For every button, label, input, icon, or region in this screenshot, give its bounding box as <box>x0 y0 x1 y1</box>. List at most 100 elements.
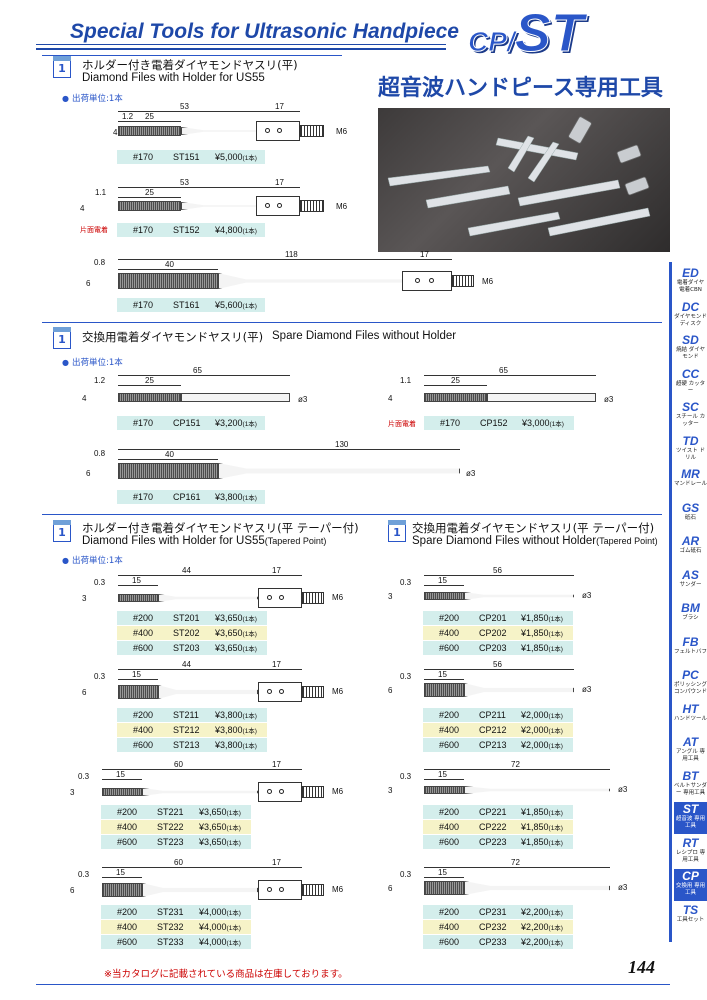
sidebar-item-code: SC <box>682 400 699 414</box>
model-code: ST221 <box>157 807 184 817</box>
sidebar-item-label: マンドレール <box>674 481 707 487</box>
grit-code: #200 <box>439 613 460 623</box>
grit-area <box>102 883 142 897</box>
grit-code: #170 <box>133 300 154 310</box>
dim-thread: M6 <box>336 202 348 211</box>
holder <box>402 271 452 291</box>
dim-length: 53 <box>180 178 189 187</box>
price-unit: (1本) <box>548 910 563 917</box>
dim-line <box>424 385 487 386</box>
drawing-cp152: 65 1.1 25 4 ø3 <box>386 366 626 416</box>
grit-area <box>424 786 464 794</box>
dim-holder: 17 <box>420 250 429 259</box>
section-title-en: Diamond Files with Holder for US55 <box>82 72 265 84</box>
holder <box>258 880 302 900</box>
dim-grit: 40 <box>165 450 174 459</box>
dim-thickness: 0.3 <box>78 870 90 879</box>
model-code: CP212 <box>479 725 507 735</box>
hole-icon <box>279 689 284 694</box>
dim-length: 60 <box>174 858 183 867</box>
dim-thickness: 1.2 <box>122 112 134 121</box>
one-side-note: 片面電着 <box>80 226 108 234</box>
model-code: CP202 <box>479 628 507 638</box>
dim-grit: 15 <box>132 576 141 585</box>
model-code: CP201 <box>479 613 507 623</box>
dim-line <box>102 867 258 868</box>
dim-line <box>118 669 258 670</box>
grit-area <box>424 881 464 895</box>
thread <box>302 884 324 896</box>
price: ¥4,000 <box>199 907 227 917</box>
dim-width: 6 <box>86 469 91 478</box>
dim-length: 53 <box>180 102 189 111</box>
sidebar-item-label: 超硬 カッター <box>675 380 706 394</box>
sidebar-item-code: FB <box>682 634 699 649</box>
dim-length: 56 <box>493 660 502 669</box>
dim-line <box>118 121 181 122</box>
hole-icon <box>279 789 284 794</box>
shaft <box>142 883 258 897</box>
dim-width: 6 <box>82 688 87 697</box>
price: ¥1,850 <box>521 643 549 653</box>
price: ¥2,000 <box>521 740 549 750</box>
hole-icon <box>279 595 284 600</box>
grit-code: #600 <box>117 837 138 847</box>
holder <box>258 588 302 608</box>
dim-width: 6 <box>86 279 91 288</box>
dim-grit: 15 <box>132 670 141 679</box>
price: ¥1,850 <box>521 807 549 817</box>
price: ¥3,800 <box>215 492 243 502</box>
dim-line <box>258 187 300 188</box>
section-title-en: Diamond Files with Holder for US55(Taper… <box>82 535 326 547</box>
section-title-en-main: Diamond Files with Holder for US55 <box>82 535 265 547</box>
thread <box>300 125 324 137</box>
dim-line <box>118 679 158 680</box>
price-unit: (1本) <box>226 810 241 817</box>
price-unit: (1本) <box>242 743 257 750</box>
section-title-jp: 交換用電着ダイヤモンドヤスリ(平 テーパー付) <box>412 521 655 535</box>
dim-length: 72 <box>511 760 520 769</box>
grit-code: #400 <box>439 725 460 735</box>
dim-grit: 15 <box>438 770 447 779</box>
price-unit: (1本) <box>226 840 241 847</box>
grit-code: #600 <box>439 740 460 750</box>
drawing-cp161: 130 0.8 40 6 ø3 <box>80 440 500 490</box>
price: ¥3,800 <box>215 725 243 735</box>
price-unit: (1本) <box>242 713 257 720</box>
sidebar-item-label: ゴム砥石 <box>679 548 702 554</box>
model-code: CP222 <box>479 822 507 832</box>
shaft <box>218 463 460 479</box>
price-unit: (1本) <box>226 825 241 832</box>
price: ¥4,800 <box>215 225 243 235</box>
category-code-st: ST <box>514 3 584 64</box>
sidebar-item-code: TS <box>682 902 699 917</box>
dim-thickness: 0.8 <box>94 258 106 267</box>
